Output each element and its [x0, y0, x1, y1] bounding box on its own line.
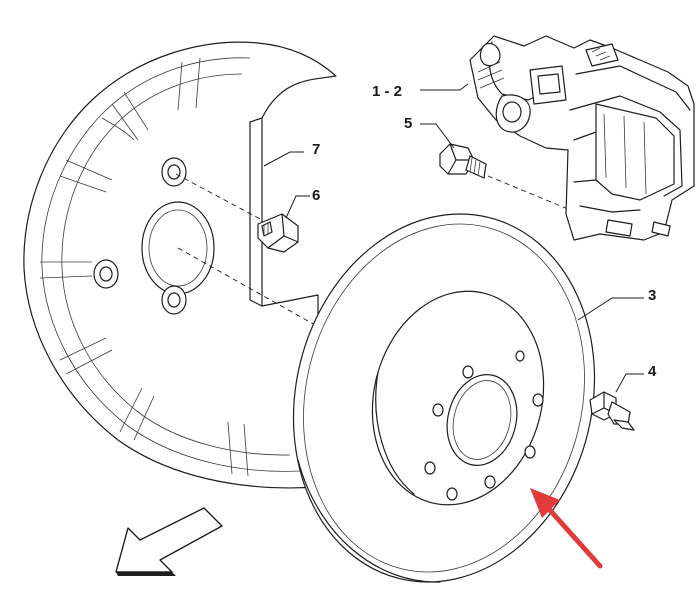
- label-caliper: 1 - 2: [372, 83, 402, 100]
- leader-shield-bolt: [285, 195, 310, 219]
- leader-brake-disc: [577, 297, 644, 321]
- shield-bolt: [257, 213, 299, 253]
- leader-caliper: [420, 83, 469, 91]
- caliper-bolt: [439, 143, 487, 179]
- caliper-bolt-axis: [487, 175, 581, 215]
- label-disc-screw: 4: [648, 363, 657, 380]
- leader-caliper-bolt: [420, 123, 455, 149]
- highlight-arrow-icon: [530, 488, 603, 569]
- label-caliper-bolt: 5: [404, 115, 412, 132]
- label-dust-shield: 7: [312, 141, 320, 158]
- brake-caliper: [469, 35, 695, 241]
- disc-screw: [589, 391, 635, 431]
- disc-axis: [177, 247, 325, 331]
- leader-disc-screw: [615, 373, 644, 393]
- brake-disc: [292, 213, 596, 583]
- direction-arrow-icon: [115, 507, 223, 576]
- dust-shield: [23, 41, 337, 489]
- leader-dust-shield: [263, 151, 304, 167]
- label-shield-bolt: 6: [312, 187, 320, 204]
- shield-bolt-axis: [175, 173, 263, 221]
- label-brake-disc: 3: [648, 287, 656, 304]
